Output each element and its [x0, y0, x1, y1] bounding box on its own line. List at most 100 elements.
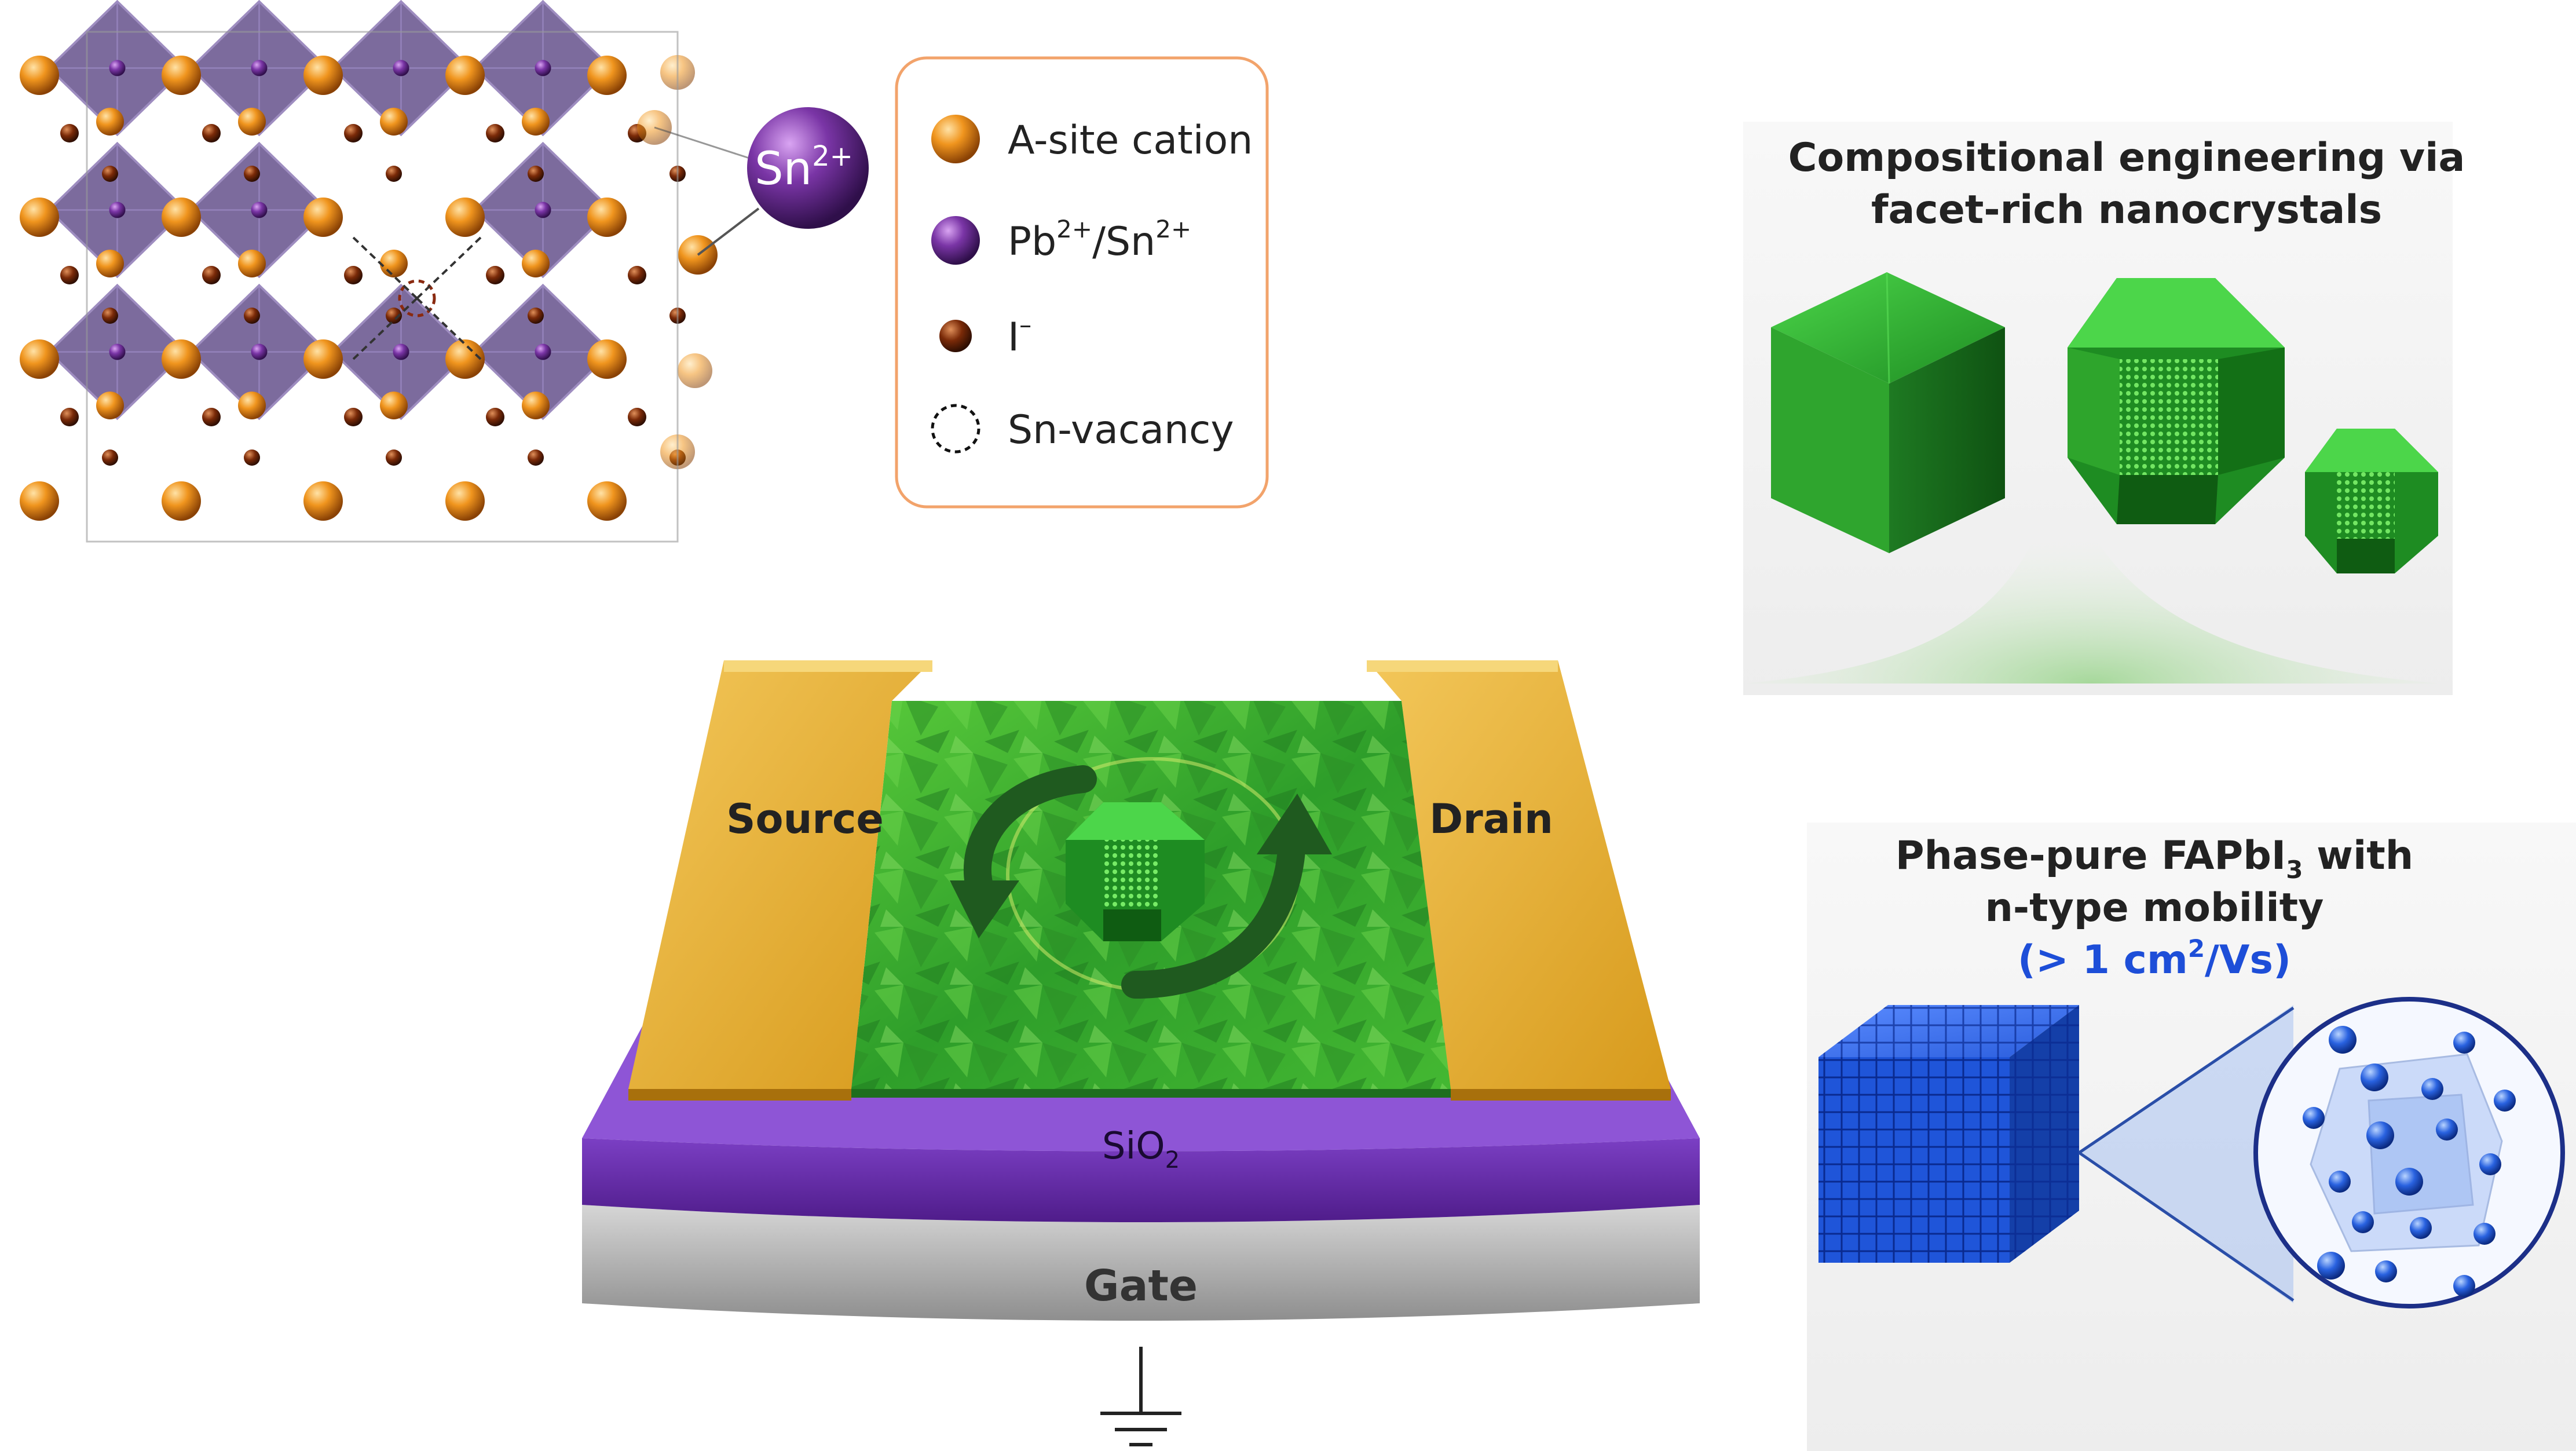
iodide-atom	[244, 166, 260, 182]
unit-cell-atom	[2375, 1260, 2397, 1282]
cycle-arrow-left	[963, 765, 1097, 915]
a-site-atom	[445, 56, 485, 95]
a-site-atom	[587, 56, 627, 95]
unit-cell-atom	[2453, 1032, 2475, 1054]
iodide-atom	[344, 408, 363, 426]
zoom-cone	[2079, 1005, 2293, 1303]
fapbi3-unit-cell	[2303, 1026, 2516, 1297]
a-site-atom	[303, 198, 343, 237]
a-site-atom	[20, 56, 59, 95]
unit-cell-atom	[2329, 1171, 2351, 1193]
facet-nanocrystal-panel: Compositional engineering via facet-rich…	[1743, 122, 2465, 695]
unit-cell-atom	[2479, 1153, 2501, 1175]
pb-sn-atom	[535, 343, 551, 360]
sio2-label: SiO2	[1102, 1125, 1180, 1174]
sn-callout-label: Sn2+	[755, 140, 853, 195]
unit-cell-atom	[2395, 1168, 2423, 1196]
iodide-atom	[60, 408, 79, 426]
unit-cell-atom	[2329, 1026, 2357, 1054]
unit-cell-atom	[2317, 1252, 2345, 1280]
iodide-sphere-icon	[939, 320, 972, 352]
drain-electrode: Drain	[1367, 660, 1671, 1101]
vacancy-dashed-circle-icon	[931, 404, 980, 454]
a-site-atom	[445, 198, 485, 237]
a-site-atom	[303, 56, 343, 95]
iodide-atom	[102, 166, 118, 182]
drain-label: Drain	[1429, 795, 1553, 843]
sn-callout-sphere	[747, 107, 869, 229]
unit-cell-atom	[2352, 1211, 2374, 1233]
iodide-atom	[486, 408, 504, 426]
unit-cell-atom	[2303, 1107, 2325, 1129]
a-site-atom	[162, 198, 201, 237]
pb-sn-atom	[109, 60, 126, 76]
unit-cell-atom	[2436, 1119, 2458, 1141]
green-glow-cone	[1743, 440, 2441, 684]
pb-sn-atom	[251, 60, 268, 76]
a-site-atom	[380, 250, 408, 277]
pb-sn-atom	[535, 60, 551, 76]
pb-sn-sphere-icon	[931, 216, 980, 265]
gate-label: Gate	[1084, 1261, 1198, 1311]
iodide-atom	[344, 124, 363, 142]
facet-panel-title-line1: Compositional engineering via	[1788, 135, 2465, 181]
iodide-atom	[528, 308, 544, 324]
a-site-atom	[20, 339, 59, 379]
facet-panel-title-line2: facet-rich nanocrystals	[1871, 187, 2382, 233]
a-site-atom	[162, 339, 201, 379]
a-site-atom	[522, 392, 550, 419]
iodide-atom	[60, 124, 79, 142]
iodide-atom	[244, 449, 260, 466]
a-site-atom	[445, 339, 485, 379]
sn-callout-leader	[697, 207, 760, 256]
a-site-atom	[162, 481, 201, 521]
gate-layer	[582, 1205, 1700, 1321]
iodide-atom	[344, 266, 363, 284]
pb-sn-atom	[251, 343, 268, 360]
source-electrode: Source	[628, 660, 932, 1101]
a-site-atom	[587, 339, 627, 379]
legend-label-a-site: A-site cation	[1008, 118, 1253, 163]
unit-cell-atom	[2473, 1223, 2496, 1245]
iodide-atom	[528, 166, 544, 182]
a-site-atom	[96, 108, 124, 136]
iodide-atom	[386, 166, 402, 182]
legend-label-iodide: I–	[1008, 310, 1031, 360]
a-site-atom	[445, 481, 485, 521]
iodide-atom	[628, 266, 646, 284]
a-site-atom-faded	[678, 353, 712, 388]
legend-label-pb-sn: Pb2+/Sn2+	[1008, 215, 1191, 265]
unit-cell-atom	[2361, 1063, 2388, 1091]
iodide-atom	[486, 124, 504, 142]
pb-sn-atom	[393, 343, 409, 360]
field-effect-transistor-device: SiO2 Gate Source Drain	[582, 660, 1700, 1446]
legend-label-vacancy: Sn-vacancy	[1008, 407, 1234, 453]
a-site-atom	[380, 392, 408, 419]
unit-cell-atom	[2410, 1217, 2432, 1239]
iodide-atom	[628, 408, 646, 426]
pb-sn-atom	[535, 202, 551, 218]
phase-pure-panel: Phase-pure FAPbI3 with n-type mobility (…	[1807, 823, 2576, 1451]
a-site-atom	[303, 339, 343, 379]
a-site-atom	[522, 250, 550, 277]
mobility-value: (> 1 cm2/Vs)	[2018, 934, 2291, 983]
a-site-atom	[303, 481, 343, 521]
source-label: Source	[726, 795, 884, 843]
a-site-atom	[380, 108, 408, 136]
phase-panel-title-line2: n-type mobility	[1985, 885, 2324, 931]
a-site-atom	[587, 198, 627, 237]
a-site-atom	[587, 481, 627, 521]
iodide-atom	[102, 308, 118, 324]
unit-cell-atom	[2366, 1121, 2394, 1149]
a-site-atom	[522, 108, 550, 136]
cycle-arrow-left-head	[950, 880, 1019, 938]
iodide-atom	[202, 408, 221, 426]
pb-sn-atom	[109, 202, 126, 218]
a-site-sphere-icon	[931, 115, 980, 163]
a-site-atom	[96, 250, 124, 277]
a-site-atom	[96, 392, 124, 419]
truncated-octahedron-nanocrystal	[2068, 278, 2285, 524]
cycle-arrow-right	[1121, 838, 1305, 999]
iodide-atom	[486, 266, 504, 284]
